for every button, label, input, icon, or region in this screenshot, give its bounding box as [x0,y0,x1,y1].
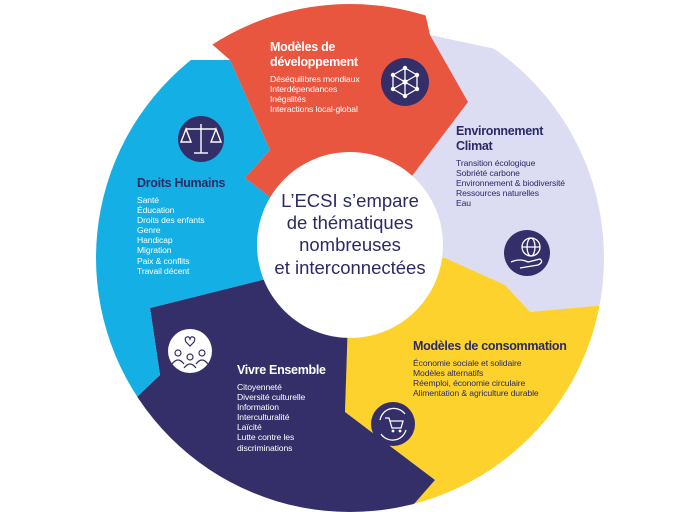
center-circle [257,152,443,338]
list-item: Droits des enfants [137,215,205,226]
list-item: Transition écologique [456,157,536,168]
list-item: Interactions local-global [270,103,358,114]
list-item: Interdépendances [270,83,338,94]
list-item: Inégalités [270,93,306,104]
list-item: Handicap [137,235,173,246]
list-item: Information [237,402,279,413]
section-title: Modèles de consommation [413,339,567,354]
section-consommation: Modèles de consommation Économie sociale… [413,339,567,398]
list-item: Diversité culturelle [237,391,306,402]
list-item: Santé [137,194,159,205]
list-item: Réemploi, économie circulaire [413,378,526,389]
section-title-line: Environnement [456,124,544,138]
section-environnement: Environnement Climat Transition écologiq… [456,124,565,208]
section-developpement: Modèles de développement Déséquilibres m… [270,40,360,114]
section-droits-humains: Droits Humains Santé Éducation Droits de… [137,176,225,276]
list-item: Ressources naturelles [456,187,539,198]
section-title-line: Vivre Ensemble [237,363,326,377]
section-title-line: Climat [456,138,493,153]
recycling-cart-icon [371,402,415,446]
people-heart-icon [168,329,212,373]
section-title-line: Modèles de consommation [413,339,567,353]
section-title: Environnement Climat [456,124,565,154]
list-item: discriminations [237,442,293,453]
section-title: Droits Humains [137,176,225,191]
section-title: Vivre Ensemble [237,363,326,378]
list-item: Paix & conflits [137,255,190,266]
network-icon [381,58,429,106]
section-vivre-ensemble: Vivre Ensemble Citoyenneté Diversité cul… [237,363,326,453]
center-text-line: nombreuses [299,234,401,256]
list-item: Alimentation & agriculture durable [413,388,539,399]
center-text: L’ECSI s’empare de thématiques nombreuse… [250,190,450,279]
center-text-line: L’ECSI s’empare [281,190,419,211]
list-item: Migration [137,245,172,256]
section-title-line: Droits Humains [137,176,226,190]
list-item: Sobriété carbone [456,167,520,178]
list-item: Citoyenneté [237,381,282,392]
list-item: Économie sociale et solidaire [413,357,522,368]
scales-icon [178,116,224,162]
center-text-line: et interconnectées [274,256,426,278]
list-item: Interculturalité [237,412,290,423]
section-title-line: Modèles de [270,40,336,54]
list-item: Environnement & biodiversité [456,177,565,188]
list-item: Laïcité [237,422,262,433]
globe-hand-icon [504,230,550,276]
section-title: Modèles de développement [270,40,360,70]
list-item: Modèles alternatifs [413,367,484,378]
list-item: Eau [456,198,471,209]
list-item: Déséquilibres mondiaux [270,73,360,84]
list-item: Éducation [137,204,175,215]
list-item: Travail décent [137,265,190,276]
center-text-line: de thématiques [286,212,414,234]
section-title-line: développement [270,54,358,69]
list-item: Lutte contre les [237,432,295,443]
list-item: Genre [137,225,161,236]
